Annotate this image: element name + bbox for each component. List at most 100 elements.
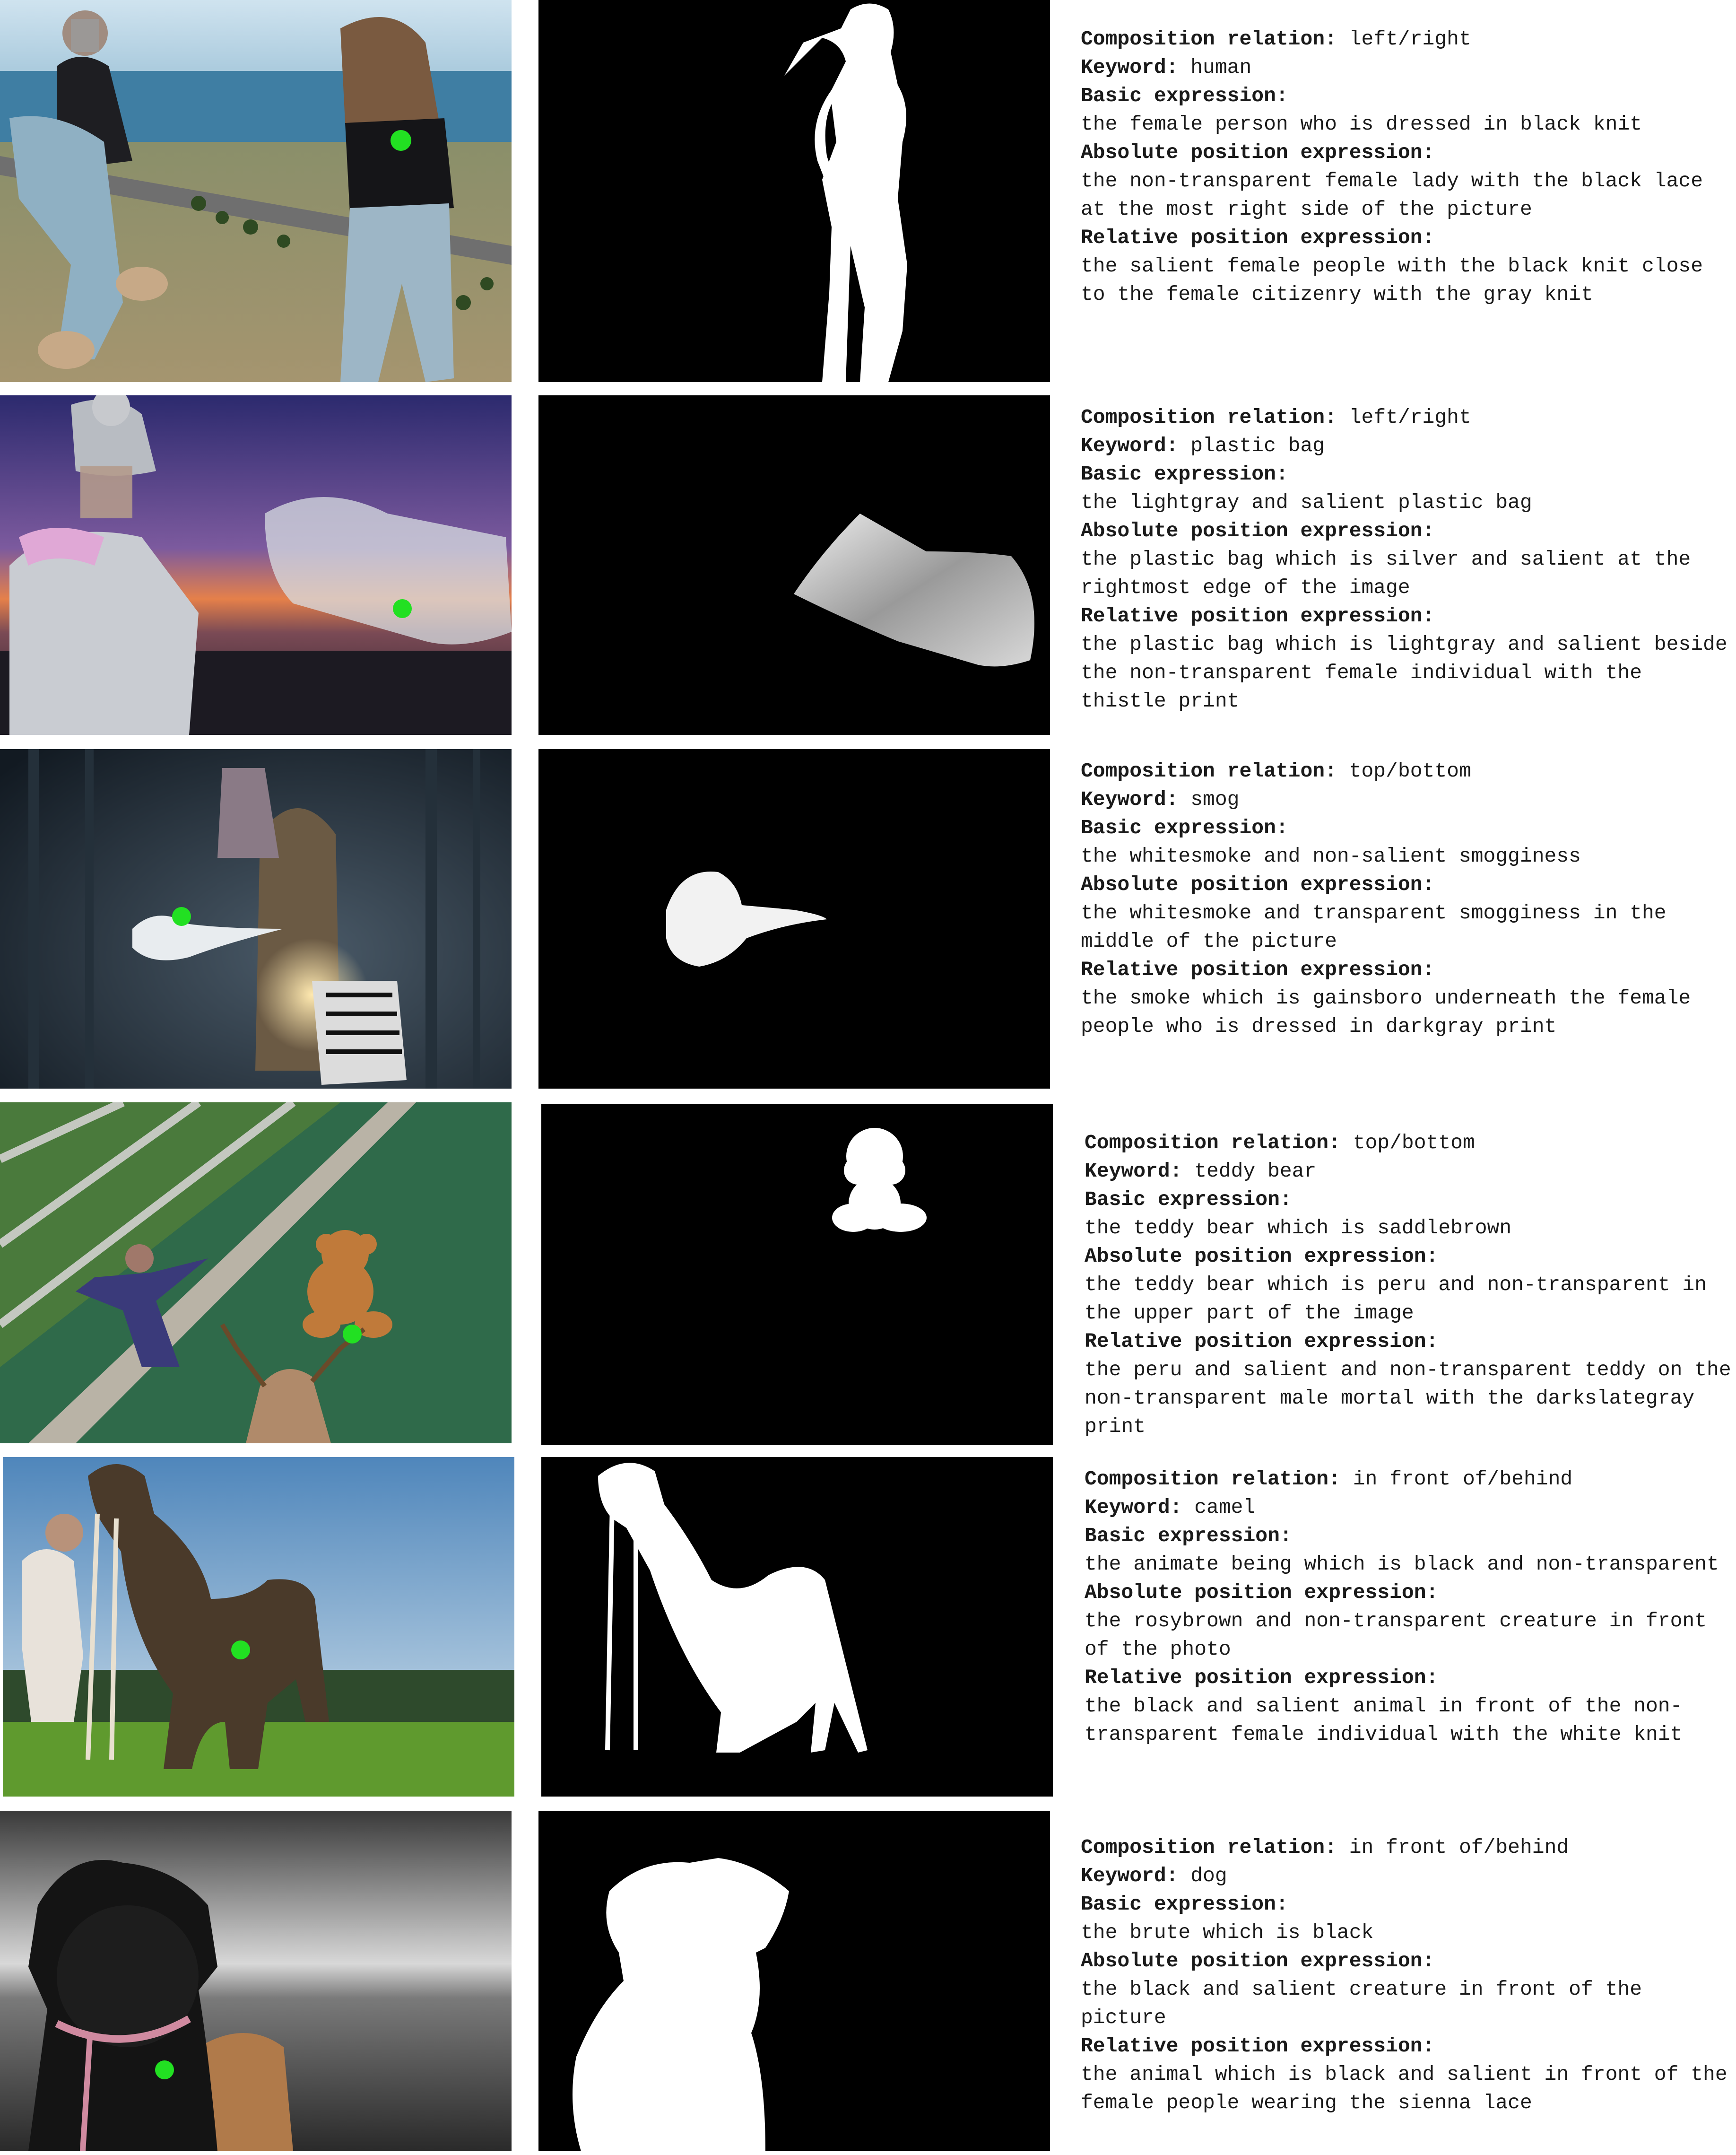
relative-expression-text: the peru and salient and non-transparent… [1085, 1358, 1731, 1438]
example-row-teddy-bear: Composition relation: top/bottom Keyword… [0, 1102, 1736, 1445]
relative-expression-label: Relative position expression: [1085, 1666, 1439, 1689]
segmentation-mask-smog [538, 749, 1050, 1089]
absolute-expression-label: Absolute position expression: [1085, 1581, 1439, 1604]
absolute-expression-text: the teddy bear which is peru and non-tra… [1085, 1273, 1707, 1325]
composition-value: in front of/behind [1349, 1836, 1569, 1859]
click-point-marker [155, 2060, 174, 2079]
photo-camel-illustration [3, 1457, 514, 1797]
absolute-expression-text: the whitesmoke and transparent smoggines… [1081, 901, 1667, 953]
composition-label: Composition relation: [1081, 27, 1337, 51]
basic-expression-text: the brute which is black [1081, 1921, 1374, 1944]
photo-dog-illustration [0, 1811, 512, 2151]
relative-expression-text: the black and salient animal in front of… [1085, 1694, 1683, 1746]
composite-photo-camel [3, 1457, 514, 1797]
absolute-expression-label: Absolute position expression: [1081, 1949, 1435, 1972]
keyword-value: plastic bag [1190, 434, 1325, 457]
keyword-label: Keyword: [1085, 1160, 1182, 1183]
keyword-label: Keyword: [1081, 56, 1179, 79]
relative-expression-label: Relative position expression: [1081, 226, 1435, 249]
absolute-expression-text: the black and salient creature in front … [1081, 1978, 1642, 2029]
composition-label: Composition relation: [1081, 1836, 1337, 1859]
absolute-expression-label: Absolute position expression: [1081, 141, 1435, 164]
basic-expression-label: Basic expression: [1081, 462, 1288, 486]
photo-smog-illustration [0, 749, 512, 1089]
keyword-label: Keyword: [1085, 1496, 1182, 1519]
relative-expression-label: Relative position expression: [1081, 2034, 1435, 2058]
absolute-expression-text: the non-transparent female lady with the… [1081, 169, 1703, 221]
example-row-plastic-bag: Composition relation: left/right Keyword… [0, 395, 1736, 736]
keyword-label: Keyword: [1081, 788, 1179, 811]
segmentation-mask-human [538, 0, 1050, 382]
basic-expression-text: the animate being which is black and non… [1085, 1553, 1719, 1576]
segmentation-mask-plastic-bag [538, 395, 1050, 735]
mask-teddy-bear-shape [832, 1128, 927, 1232]
basic-expression-text: the teddy bear which is saddlebrown [1085, 1216, 1512, 1239]
segmentation-mask-dog [538, 1811, 1050, 2151]
click-point-marker [391, 130, 411, 151]
basic-expression-text: the lightgray and salient plastic bag [1081, 491, 1532, 514]
composition-value: top/bottom [1353, 1131, 1475, 1154]
annotation-text-teddy-bear: Composition relation: top/bottom Keyword… [1085, 1129, 1732, 1441]
absolute-expression-label: Absolute position expression: [1081, 519, 1435, 542]
photo-teddy-bear-illustration [0, 1102, 512, 1443]
click-point-marker [393, 599, 412, 618]
relative-expression-text: the animal which is black and salient in… [1081, 2063, 1727, 2114]
mask-plastic-bag-shape [794, 514, 1034, 667]
mask-dog-silhouette [573, 1858, 789, 2151]
annotation-text-dog: Composition relation: in front of/behind… [1081, 1833, 1728, 2117]
basic-expression-text: the female person who is dressed in blac… [1081, 113, 1642, 136]
segmentation-mask-teddy-bear [541, 1104, 1053, 1445]
photo-plastic-bag-illustration [0, 395, 512, 735]
relative-expression-label: Relative position expression: [1081, 604, 1435, 628]
keyword-label: Keyword: [1081, 1864, 1179, 1887]
example-row-smog: Composition relation: top/bottom Keyword… [0, 749, 1736, 1090]
composition-label: Composition relation: [1081, 759, 1337, 783]
annotation-text-smog: Composition relation: top/bottom Keyword… [1081, 757, 1728, 1041]
relative-expression-text: the smoke which is gainsboro underneath … [1081, 986, 1691, 1038]
composition-value: in front of/behind [1353, 1467, 1573, 1491]
basic-expression-label: Basic expression: [1081, 84, 1288, 107]
composite-photo-plastic-bag [0, 395, 512, 735]
relative-expression-label: Relative position expression: [1081, 958, 1435, 981]
annotation-text-camel: Composition relation: in front of/behind… [1085, 1465, 1732, 1749]
composite-photo-dog [0, 1811, 512, 2151]
click-point-marker [231, 1640, 250, 1659]
composite-photo-teddy-bear [0, 1102, 512, 1443]
composite-photo-human [0, 0, 512, 382]
basic-expression-label: Basic expression: [1085, 1188, 1292, 1211]
absolute-expression-label: Absolute position expression: [1081, 873, 1435, 896]
click-point-marker [172, 907, 191, 926]
basic-expression-label: Basic expression: [1081, 816, 1288, 839]
mask-smog-shape [666, 872, 827, 967]
composition-label: Composition relation: [1081, 406, 1337, 429]
relative-expression-label: Relative position expression: [1085, 1330, 1439, 1353]
example-row-human: Composition relation: left/right Keyword… [0, 0, 1736, 383]
composite-photo-smog [0, 749, 512, 1089]
relative-expression-text: the plastic bag which is lightgray and s… [1081, 633, 1727, 713]
absolute-expression-label: Absolute position expression: [1085, 1245, 1439, 1268]
relative-expression-text: the salient female people with the black… [1081, 254, 1703, 306]
composition-label: Composition relation: [1085, 1131, 1341, 1154]
segmentation-mask-camel [541, 1457, 1053, 1797]
example-row-dog: Composition relation: in front of/behind… [0, 1811, 1736, 2153]
composition-value: left/right [1349, 406, 1471, 429]
annotation-text-human: Composition relation: left/right Keyword… [1081, 25, 1728, 309]
photo-human-illustration [0, 0, 512, 382]
basic-expression-label: Basic expression: [1085, 1524, 1292, 1547]
keyword-value: teddy bear [1194, 1160, 1317, 1183]
composition-label: Composition relation: [1085, 1467, 1341, 1491]
mask-camel-silhouette [598, 1463, 868, 1753]
annotation-text-plastic-bag: Composition relation: left/right Keyword… [1081, 403, 1728, 715]
basic-expression-label: Basic expression: [1081, 1893, 1288, 1916]
click-point-marker [343, 1325, 362, 1344]
keyword-value: camel [1194, 1496, 1256, 1519]
example-row-camel: Composition relation: in front of/behind… [0, 1457, 1736, 1797]
keyword-value: smog [1190, 788, 1240, 811]
keyword-value: human [1190, 56, 1252, 79]
keyword-value: dog [1190, 1864, 1227, 1887]
keyword-label: Keyword: [1081, 434, 1179, 457]
composition-value: top/bottom [1349, 759, 1471, 783]
composition-value: left/right [1349, 27, 1471, 51]
absolute-expression-text: the rosybrown and non-transparent creatu… [1085, 1609, 1707, 1661]
mask-human-silhouette [784, 3, 907, 382]
